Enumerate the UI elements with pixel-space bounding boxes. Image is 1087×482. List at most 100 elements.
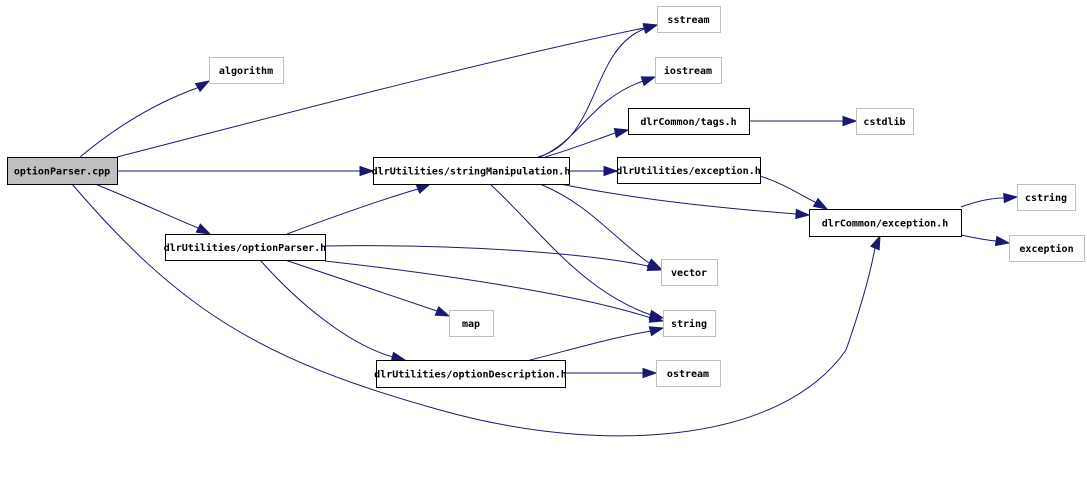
node-string: string [663,310,716,337]
edge-optionDescription-h-to-ostream [565,367,658,379]
edge-line [960,197,1005,208]
edge-stringManipulation-h-to-utilities-exception-h [569,165,619,177]
node-label: dlrUtilities/optionDescription.h [374,369,567,381]
node-box [656,360,721,387]
arrowhead-icon [359,165,375,177]
node-iostream: iostream [655,57,722,84]
arrowhead-icon [795,208,811,220]
edge-line [529,330,652,361]
node-optionParser-h[interactable]: dlrUtilities/optionParser.h [164,234,327,261]
arrowhead-icon [642,23,659,34]
edges-layer [71,22,1019,437]
edge-stringManipulation-h-to-sstream [537,23,659,158]
node-common-exception-h[interactable]: dlrCommon/exception.h [809,209,962,237]
arrowhead-icon [603,165,619,177]
arrowhead-icon [640,76,657,87]
node-vector: vector [661,259,718,286]
node-box [856,108,914,135]
edge-optionParser-h-to-string [324,260,665,323]
edge-optionParser-h-to-map [284,259,451,317]
arrowhead-icon [613,127,630,139]
node-tags-h[interactable]: dlrCommon/tags.h [628,108,750,135]
arrowhead-icon [642,367,658,379]
arrowhead-icon [842,115,858,127]
node-utilities-exception-h[interactable]: dlrUtilities/exception.h [616,157,761,184]
arrowhead-icon [194,80,211,93]
edge-line [960,234,997,242]
arrowhead-icon [870,234,881,251]
node-label: dlrCommon/exception.h [822,218,948,230]
node-box [661,259,718,286]
node-optionParser-cpp[interactable]: optionParser.cpp [7,157,118,185]
edge-line [539,183,650,264]
edge-line [544,132,616,158]
node-label: vector [671,268,707,279]
edge-line [79,87,198,158]
edge-optionParser-h-to-vector [324,245,663,272]
edge-line [94,183,199,229]
node-label: dlrUtilities/stringManipulation.h [372,166,571,178]
node-box[interactable] [7,157,118,185]
node-box [655,57,722,84]
edge-line [71,183,876,437]
edge-line [759,175,816,203]
edge-optionParser-cpp-to-optionParser-h [94,183,212,235]
edge-common-exception-h-to-cstring [960,192,1019,208]
edge-utilities-exception-h-to-common-exception-h [759,175,829,210]
edge-line [259,259,394,358]
edge-optionParser-h-to-optionDescription-h [259,259,407,362]
node-map: map [449,310,494,337]
arrowhead-icon [390,351,407,362]
arrowhead-icon [1003,192,1019,204]
node-label: cstdlib [863,116,905,128]
node-cstring: cstring [1017,184,1076,211]
node-box[interactable] [628,108,750,135]
edge-common-exception-h-to-exception [960,234,1011,247]
node-box [657,6,721,33]
edge-optionParser-cpp-to-algorithm [79,80,211,158]
arrowhead-icon [994,235,1011,247]
node-box[interactable] [373,157,570,185]
node-label: cstring [1025,192,1067,204]
node-label: algorithm [219,65,273,77]
edge-line [286,188,419,235]
node-box[interactable] [809,209,962,237]
nodes-layer: optionParser.cpp algorithm sstream iostream… [7,6,1085,388]
edge-stringManipulation-h-to-iostream [539,76,657,158]
edge-tags-h-to-cstdlib [749,115,858,127]
node-box [449,310,494,337]
arrowhead-icon [195,223,212,235]
edge-stringManipulation-h-to-common-exception-h [559,183,811,220]
node-label: dlrUtilities/exception.h [616,165,761,177]
node-label: dlrCommon/tags.h [640,117,736,128]
node-box[interactable] [617,157,761,184]
node-box [209,57,284,84]
node-ostream: ostream [656,360,721,387]
node-label: ostream [667,369,709,380]
arrowhead-icon [812,197,829,210]
node-cstdlib: cstdlib [856,108,914,135]
edge-optionDescription-h-to-string [529,326,665,361]
node-box[interactable] [376,360,566,388]
node-box [1017,184,1076,211]
node-label: sstream [667,15,709,26]
edge-line [559,183,797,215]
node-optionDescription-h[interactable]: dlrUtilities/optionDescription.h [374,360,567,388]
arrowhead-icon [434,306,451,317]
node-stringManipulation-h[interactable]: dlrUtilities/stringManipulation.h [372,157,571,185]
edge-line [537,28,645,158]
node-label: map [462,319,480,330]
node-exception: exception [1009,235,1085,262]
edge-line [324,260,652,319]
edge-stringManipulation-h-to-vector [539,183,663,270]
arrowhead-icon [415,183,432,194]
edge-line [284,259,438,312]
node-label: exception [1019,243,1073,255]
node-label: iostream [664,65,712,77]
edge-line [324,245,649,267]
edge-optionParser-cpp-to-common-exception-h [71,183,881,437]
edge-line [489,183,652,316]
node-box[interactable] [165,234,326,261]
node-label: dlrUtilities/optionParser.h [164,242,327,254]
